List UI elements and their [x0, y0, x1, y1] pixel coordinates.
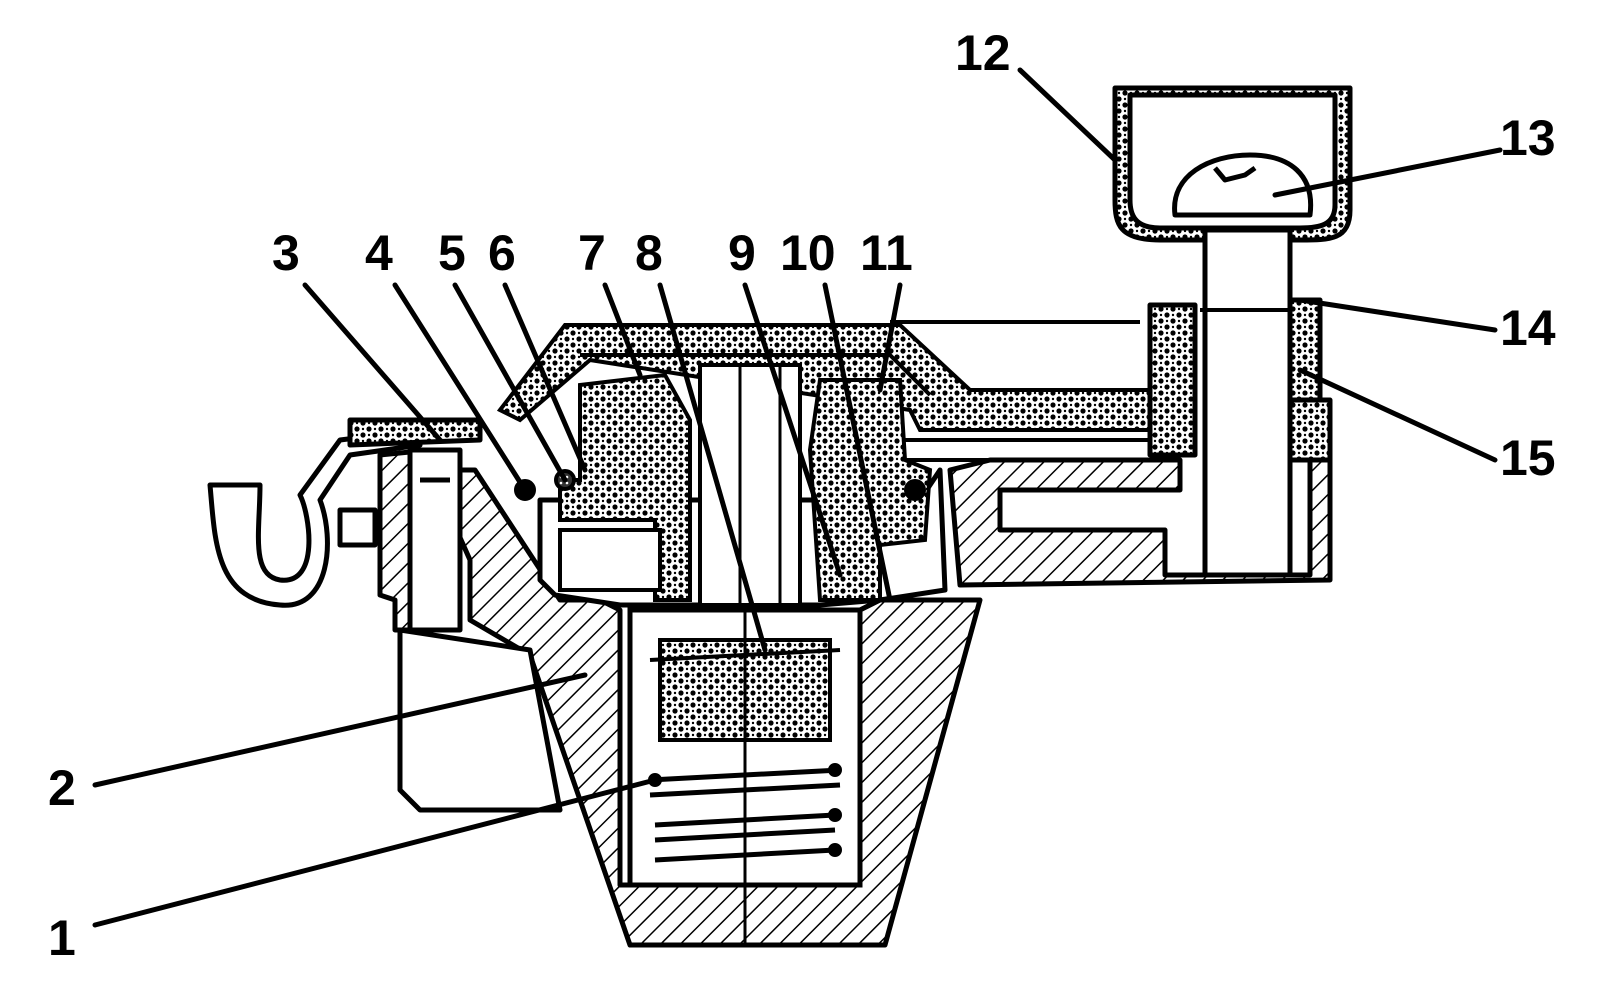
lower-skirt [397, 627, 563, 813]
label-12: 12 [955, 25, 1011, 81]
right-seal-block [807, 378, 933, 602]
part-labels: 1 2 3 4 5 6 7 8 9 10 11 12 13 14 15 [48, 25, 1556, 966]
label-13: 13 [1500, 110, 1556, 166]
leader-9 [742, 282, 843, 578]
label-14: 14 [1500, 300, 1556, 356]
left-clip [207, 417, 563, 813]
screw-stem [1202, 227, 1293, 578]
leader-4 [392, 282, 528, 493]
spring-chamber [627, 600, 863, 945]
leader-14 [1297, 297, 1498, 333]
clip-plate [347, 417, 483, 448]
label-9: 9 [728, 225, 756, 281]
label-7: 7 [578, 225, 606, 281]
leader-2 [92, 672, 588, 788]
leader-7 [602, 282, 643, 378]
leader-3 [302, 282, 443, 443]
channel-body [947, 437, 1333, 588]
sleeve-left [1147, 302, 1198, 458]
leader-lines [92, 67, 1503, 928]
left-inner-plate [558, 528, 662, 592]
label-3: 3 [272, 225, 300, 281]
label-15: 15 [1500, 430, 1556, 486]
leader-5 [452, 282, 568, 483]
leader-15 [1297, 367, 1498, 463]
cap-assembly [1112, 85, 1353, 578]
clip-post [407, 447, 463, 633]
label-10: 10 [780, 225, 836, 281]
label-8: 8 [635, 225, 663, 281]
side-tab [337, 507, 378, 548]
label-1: 1 [48, 910, 76, 966]
o-ring-right [904, 479, 926, 501]
leader-13 [1272, 147, 1503, 198]
label-2: 2 [48, 760, 76, 816]
hook-loop [207, 427, 423, 608]
nut [1287, 397, 1333, 463]
label-6: 6 [488, 225, 516, 281]
leader-10 [822, 282, 893, 603]
leader-8 [657, 282, 768, 653]
label-5: 5 [438, 225, 466, 281]
label-11: 11 [860, 225, 913, 281]
label-4: 4 [365, 225, 393, 281]
leader-6 [502, 282, 588, 473]
leader-11 [877, 282, 903, 393]
leader-12 [1017, 67, 1118, 163]
leader-1 [92, 777, 658, 928]
